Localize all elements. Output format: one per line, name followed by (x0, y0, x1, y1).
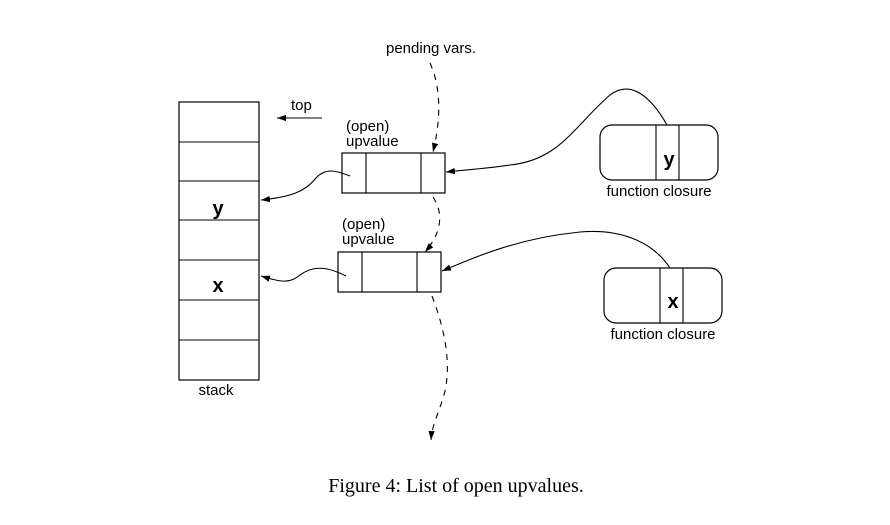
closure-y-to-upvalue-arrow (445, 88, 668, 175)
upvalue-2-to-x-arrow (260, 267, 347, 282)
upvalue-2-label-upvalue: upvalue (342, 231, 395, 248)
list-continuation-arrow (428, 295, 448, 441)
stack-slot-y: y (212, 198, 224, 220)
figure-caption: Figure 4: List of open upvalues. (328, 475, 584, 497)
closure-y: y function closure (599, 124, 719, 200)
upvalue-1-to-y-arrow (260, 170, 351, 203)
stack: y x stack (178, 101, 260, 399)
upvalue-1-box (341, 152, 446, 194)
closure-x: x function closure (603, 267, 723, 343)
closure-y-label: function closure (606, 183, 711, 200)
upvalue-link-arrow (424, 196, 441, 253)
stack-slot-x: x (212, 275, 223, 297)
closure-y-var: y (663, 149, 675, 171)
upvalue-2-box (337, 251, 442, 293)
closure-x-to-upvalue-arrow (441, 230, 671, 272)
closure-y-box (599, 124, 719, 181)
closure-x-box (603, 267, 723, 324)
upvalue-2: (open) upvalue (337, 216, 442, 293)
pending-list-arrow (429, 62, 440, 153)
upvalue-1: (open) upvalue (341, 118, 446, 194)
upvalue-1-label-open: (open) (346, 118, 389, 135)
stack-frame (178, 101, 260, 381)
upvalue-1-label-upvalue: upvalue (346, 133, 399, 150)
pending-vars-label: pending vars. (386, 40, 476, 57)
closure-x-var: x (667, 291, 678, 313)
stack-label: stack (198, 382, 234, 399)
upvalue-2-label-open: (open) (342, 216, 385, 233)
top-label: top (291, 97, 312, 114)
closure-x-label: function closure (610, 326, 715, 343)
